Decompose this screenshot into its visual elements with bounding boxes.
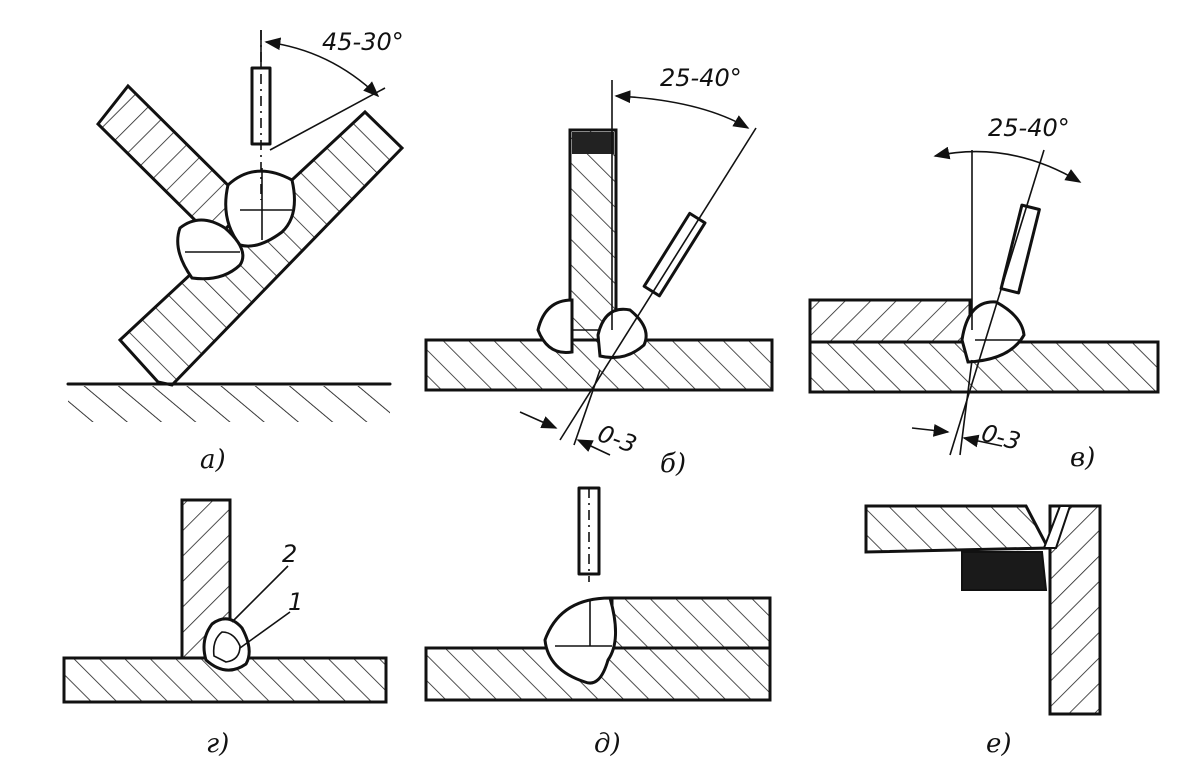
diagram-e-corner-joint: е) [864,504,1102,759]
diagram-v-lap-joint: 25-40° 0-3 в) [808,114,1160,473]
angle-label-v: 25-40° [988,114,1070,142]
weld-bead-inner-g [212,631,241,663]
angle-arc-v [933,146,1082,183]
caption-g: г) [206,729,229,759]
pass-label-1: 1 [288,588,303,616]
vertical-plate-b [568,128,618,342]
caption-e: е) [986,729,1012,759]
weld-d [543,596,618,685]
horizontal-plate-e [864,504,1051,554]
plate-top-mark-b [572,132,614,154]
diagram-a-inclined-tee: 45-30° а) [66,28,405,475]
caption-a: а) [200,445,226,475]
weld-v [960,300,1026,364]
angle-arc-b [614,90,750,129]
diagram-b-tee-joint: 25-40° 0-3 б) [424,64,774,479]
weld-groove-e [1042,505,1072,549]
inclined-plate-a [117,109,405,387]
diagram-d-butt-joint: д) [424,486,772,759]
caption-v: в) [1070,443,1095,473]
gap-label-v: 0-3 [978,419,1023,456]
upper-plate-d [610,596,772,650]
weld-right-b [596,307,648,360]
gap-label-b: 0-3 [594,419,640,459]
electrode-b [642,211,707,298]
top-plate-v [808,298,972,344]
caption-d: д) [594,729,621,759]
angle-label-b: 25-40° [660,64,742,92]
caption-b: б) [660,449,686,479]
weld-left-b [536,298,574,355]
angle-arc-a [264,37,380,98]
angle-label-a: 45-30° [322,28,404,56]
ground-hatch-a [68,386,390,422]
weld-bead-upper-a [224,169,296,248]
backing-strip-e [961,551,1048,591]
diagram-g-root-passes: 2 1 г) [62,498,388,759]
weld-bead-lower-a [176,218,245,281]
pass-label-2: 2 [282,540,297,568]
electrode-v [999,203,1041,295]
